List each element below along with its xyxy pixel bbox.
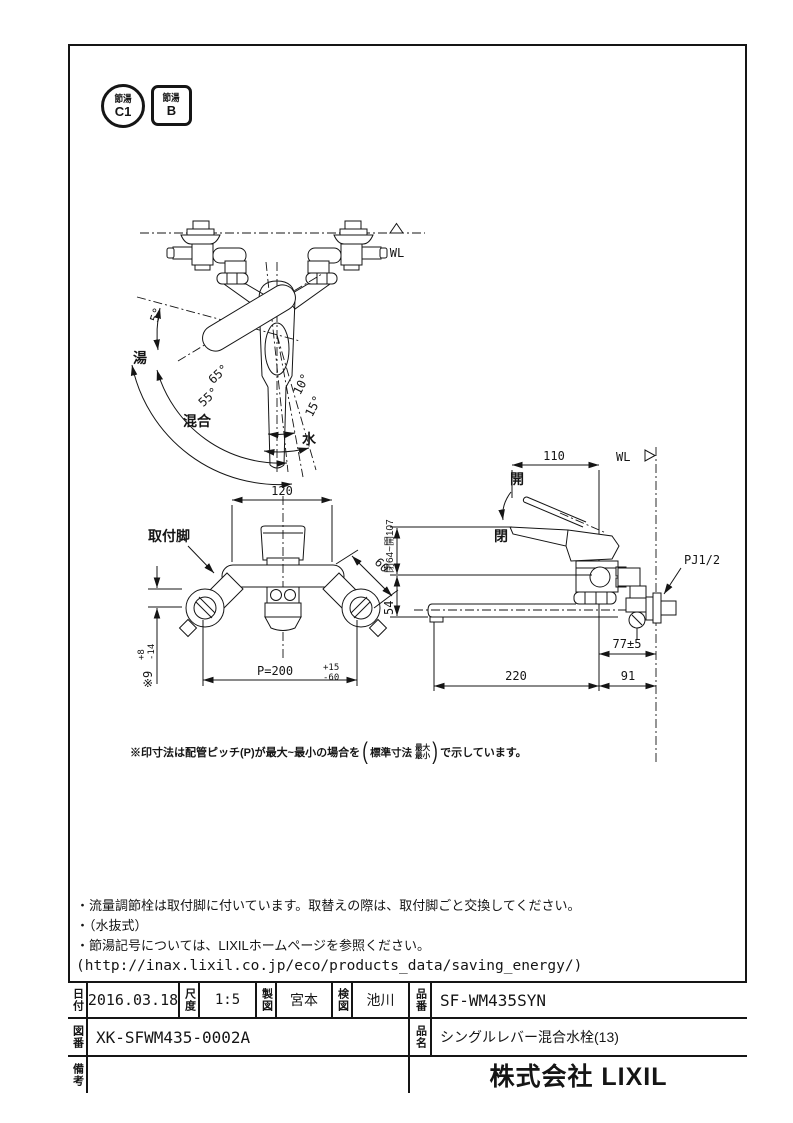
dim-91-label: 91 [621,669,635,683]
handle-open-position [522,496,607,534]
eco-badge-b: 節湯 B [151,85,192,126]
dim-pitch-label: P=200 [257,664,293,678]
wl-marker-icon [389,222,404,234]
dim-77-label: 77±5 [613,637,642,651]
spout-front-view [264,586,302,631]
dimension-note-std: 標準寸法 [370,746,413,759]
note-drainable: ・（水抜式） [76,918,148,933]
side-wl-label: WL [616,450,630,464]
dim-pitch-plus: +15 [323,663,339,673]
eco-badge-c1-class: C1 [114,103,132,119]
notes-section: ・流量調節栓は取付脚に付いています。取替えの際は、取付脚ごと交換してください。 … [76,896,636,976]
title-block: 日付 2016.03.18 尺度 1:5 製図 宮本 検図 池川 品番 SF-W… [68,981,747,1093]
drawing-number-value: XK-SFWM435-0002A [88,1019,410,1055]
dim-54-label: 54 [382,601,396,615]
thread-label: PJ1/2 [684,553,720,567]
scale-label: 尺度 [180,983,200,1017]
mounting-leg-label: 取付脚 [148,528,190,544]
remarks-label: 備考 [68,1057,88,1093]
wall-flange-left [178,588,225,638]
wall-fitting-left [166,220,269,310]
handle-hot-position [202,284,296,352]
angle-5-label: 5° [147,306,165,324]
top-wl-label: WL [390,246,404,260]
paren-open: ( [362,738,368,765]
wall-connection [617,567,677,640]
hot-water-label: 湯 [133,350,147,366]
wall-flange-right [341,588,387,637]
handle-closed-position [509,526,620,562]
angle-10-label: 10° [290,371,312,397]
dimension-note-prefix: ※印寸法は配管ピッチ(P)が最大~最小の場合を [130,747,361,759]
side-view: 110 WL 開 閉 [382,447,720,763]
eco-badge-b-label: 節湯 [162,92,181,104]
angle-55-label: 55° [196,385,221,410]
cold-water-label: 水 [302,431,317,447]
scale-value: 1:5 [200,983,257,1017]
drawn-by-label: 製図 [257,983,277,1017]
dim-pitch-minus: -60 [323,673,339,683]
dim-120-label: 120 [271,484,293,498]
part-number-value: SF-WM435SYN [440,990,546,1010]
angle-15-label: 15° [302,393,324,419]
checked-by-label: 検図 [333,983,353,1017]
date-label: 日付 [68,983,88,1017]
dimension-note-suffix: で示しています。 [440,747,527,759]
front-installation-view: 120 [137,484,399,688]
dimension-note-max: 最大 [415,743,431,753]
date-value: 2016.03.18 [88,983,180,1017]
dimension-note-min: 最小 [415,751,431,760]
drawn-by-value: 宮本 [277,983,333,1017]
checked-by-value: 池川 [353,983,410,1017]
dim-offset-plus: +8 [137,649,147,660]
drawing-number-label: 図番 [68,1019,88,1055]
mix-label: 混合 [183,413,212,429]
dimension-note: ※印寸法は配管ピッチ(P)が最大~最小の場合を ( 標準寸法 最大 最小 ) で… [130,740,527,764]
dim-110-label: 110 [543,449,565,463]
remarks-value [88,1057,410,1093]
dim-height-range-label: 閉64~開107 [384,519,396,573]
dim-offset-minus: -14 [147,644,157,660]
dim-220-label: 220 [505,669,527,683]
open-label: 開 [510,471,524,487]
part-name-label: 品名 [410,1019,432,1055]
dim-offset-label: ※9 [141,671,155,688]
part-name-value: シングルレバー混合水栓(13) [440,1029,619,1045]
spout-side-view [414,603,630,623]
note-url: (http://inax.lixil.co.jp/eco/products_da… [76,958,583,974]
paren-close: ) [432,738,438,765]
closed-label: 閉 [494,528,508,544]
top-angle-view: WL [130,220,425,489]
eco-badge-b-class: B [166,103,177,118]
company-logo: 株式会社 LIXIL [489,1063,668,1091]
note-flow-valve: ・流量調節栓は取付脚に付いています。取替えの際は、取付脚ごと交換してください。 [76,898,581,913]
eco-badge-c1-label: 節湯 [114,93,132,104]
wl-arrow-icon [644,449,657,462]
wall-fitting-right [285,220,388,310]
eco-badge-c1: 節湯 C1 [101,84,145,128]
part-number-label: 品番 [410,983,432,1017]
angle-65-label: 65° [206,362,231,387]
note-eco-symbol: ・節湯記号については、LIXILホームページを参照ください。 [76,938,431,953]
